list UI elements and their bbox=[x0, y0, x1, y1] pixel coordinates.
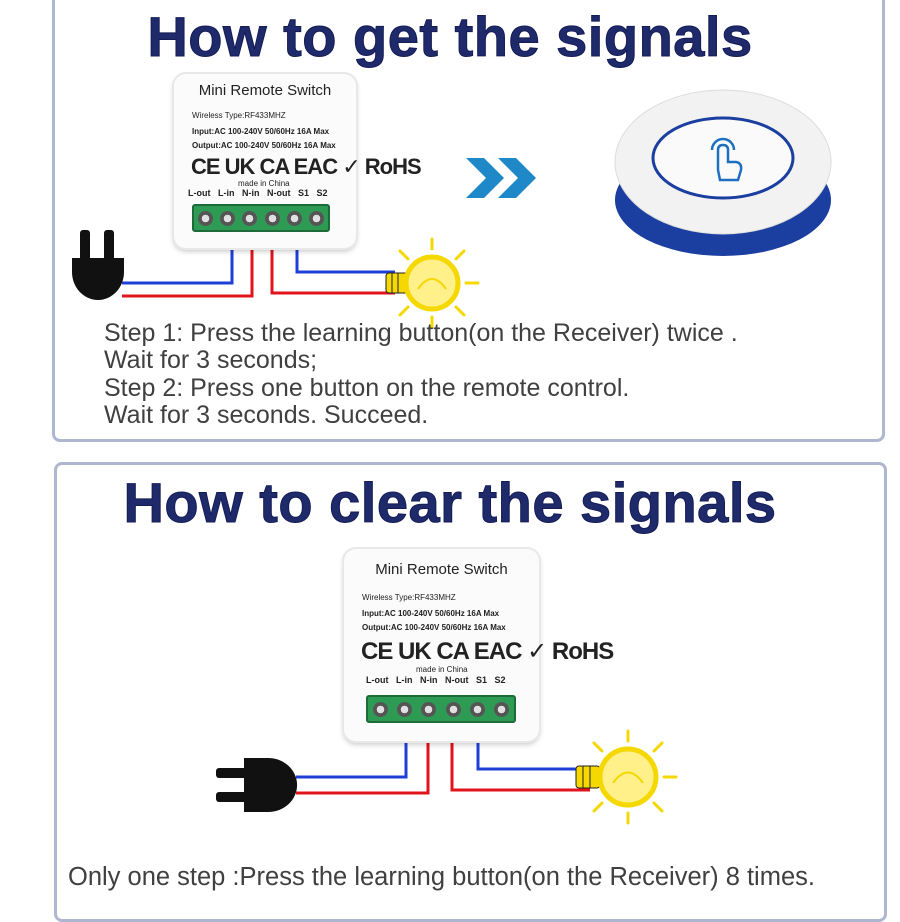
module-title: Mini Remote Switch bbox=[375, 561, 508, 578]
get-step-1-wait: Wait for 3 seconds; bbox=[104, 346, 318, 374]
terminal-screw bbox=[219, 210, 235, 226]
double-chevron-right-icon bbox=[466, 158, 536, 198]
top-wire-red-input bbox=[122, 240, 254, 298]
bottom-wire-red-input bbox=[296, 735, 430, 795]
get-step-2-wait: Wait for 3 seconds. Succeed. bbox=[104, 401, 429, 429]
mini-remote-switch-module: Mini Remote Switch Wireless Type:RF433MH… bbox=[344, 549, 614, 741]
module-output-rating: Output:AC 100-240V 50/60Hz 16A Max bbox=[192, 141, 336, 150]
terminal-screw bbox=[286, 210, 302, 226]
certification-marks: CE UK CA EAC ✓ RoHS bbox=[361, 638, 614, 665]
module-input-rating: Input:AC 100-240V 50/60Hz 16A Max bbox=[192, 127, 330, 136]
right-margin bbox=[893, 0, 900, 900]
bottom-wire-blue-input bbox=[296, 735, 408, 779]
terminal-labels: L-out L-in N-in N-out S1 S2 bbox=[366, 675, 506, 685]
top-wire-red-output bbox=[270, 240, 395, 295]
terminal-screw bbox=[445, 701, 461, 717]
terminal-screw bbox=[372, 701, 388, 717]
module-output-rating: Output:AC 100-240V 50/60Hz 16A Max bbox=[362, 623, 506, 632]
top-wires bbox=[122, 240, 395, 298]
power-plug-icon bbox=[72, 230, 124, 300]
mini-remote-switch-module: Mini Remote Switch Wireless Type:RF433MH… bbox=[174, 74, 422, 248]
get-step-1: Step 1: Press the learning button(on the… bbox=[104, 319, 738, 347]
terminal-block bbox=[366, 695, 516, 723]
module-input-rating: Input:AC 100-240V 50/60Hz 16A Max bbox=[362, 609, 500, 618]
terminal-screw bbox=[494, 701, 510, 717]
terminal-screw bbox=[421, 701, 437, 717]
bottom-wires bbox=[296, 735, 590, 795]
terminal-screw bbox=[469, 701, 485, 717]
top-wire-blue-input bbox=[122, 240, 234, 285]
terminal-block bbox=[192, 204, 330, 232]
clear-signals-title: How to clear the signals bbox=[123, 471, 777, 535]
bottom-wire-red-output bbox=[450, 735, 590, 792]
touch-hand-icon bbox=[710, 137, 743, 182]
module-title: Mini Remote Switch bbox=[198, 82, 332, 99]
module-made-in: made in China bbox=[238, 179, 290, 188]
top-wire-blue-output bbox=[295, 240, 395, 274]
clear-step: Only one step :Press the learning button… bbox=[68, 863, 815, 891]
power-plug-icon bbox=[216, 758, 298, 812]
terminal-screw bbox=[242, 210, 258, 226]
terminal-labels: L-out L-in N-in N-out S1 S2 bbox=[188, 188, 328, 198]
terminal-screw bbox=[264, 210, 280, 226]
light-bulb-icon bbox=[575, 729, 678, 825]
terminal-screw bbox=[309, 210, 325, 226]
terminal-screw bbox=[197, 210, 213, 226]
light-bulb-icon bbox=[385, 237, 480, 329]
round-remote-button-icon bbox=[614, 89, 832, 256]
get-step-2: Step 2: Press one button on the remote c… bbox=[104, 374, 630, 402]
certification-marks: CE UK CA EAC ✓ RoHS bbox=[191, 154, 422, 179]
get-signals-title: How to get the signals bbox=[147, 5, 753, 69]
module-made-in: made in China bbox=[416, 665, 468, 674]
module-wireless-type: Wireless Type:RF433MHZ bbox=[192, 111, 286, 120]
bottom-wire-blue-output bbox=[476, 735, 590, 771]
wiring-diagram bbox=[72, 89, 832, 825]
terminal-screw bbox=[396, 701, 412, 717]
module-wireless-type: Wireless Type:RF433MHZ bbox=[362, 593, 456, 602]
